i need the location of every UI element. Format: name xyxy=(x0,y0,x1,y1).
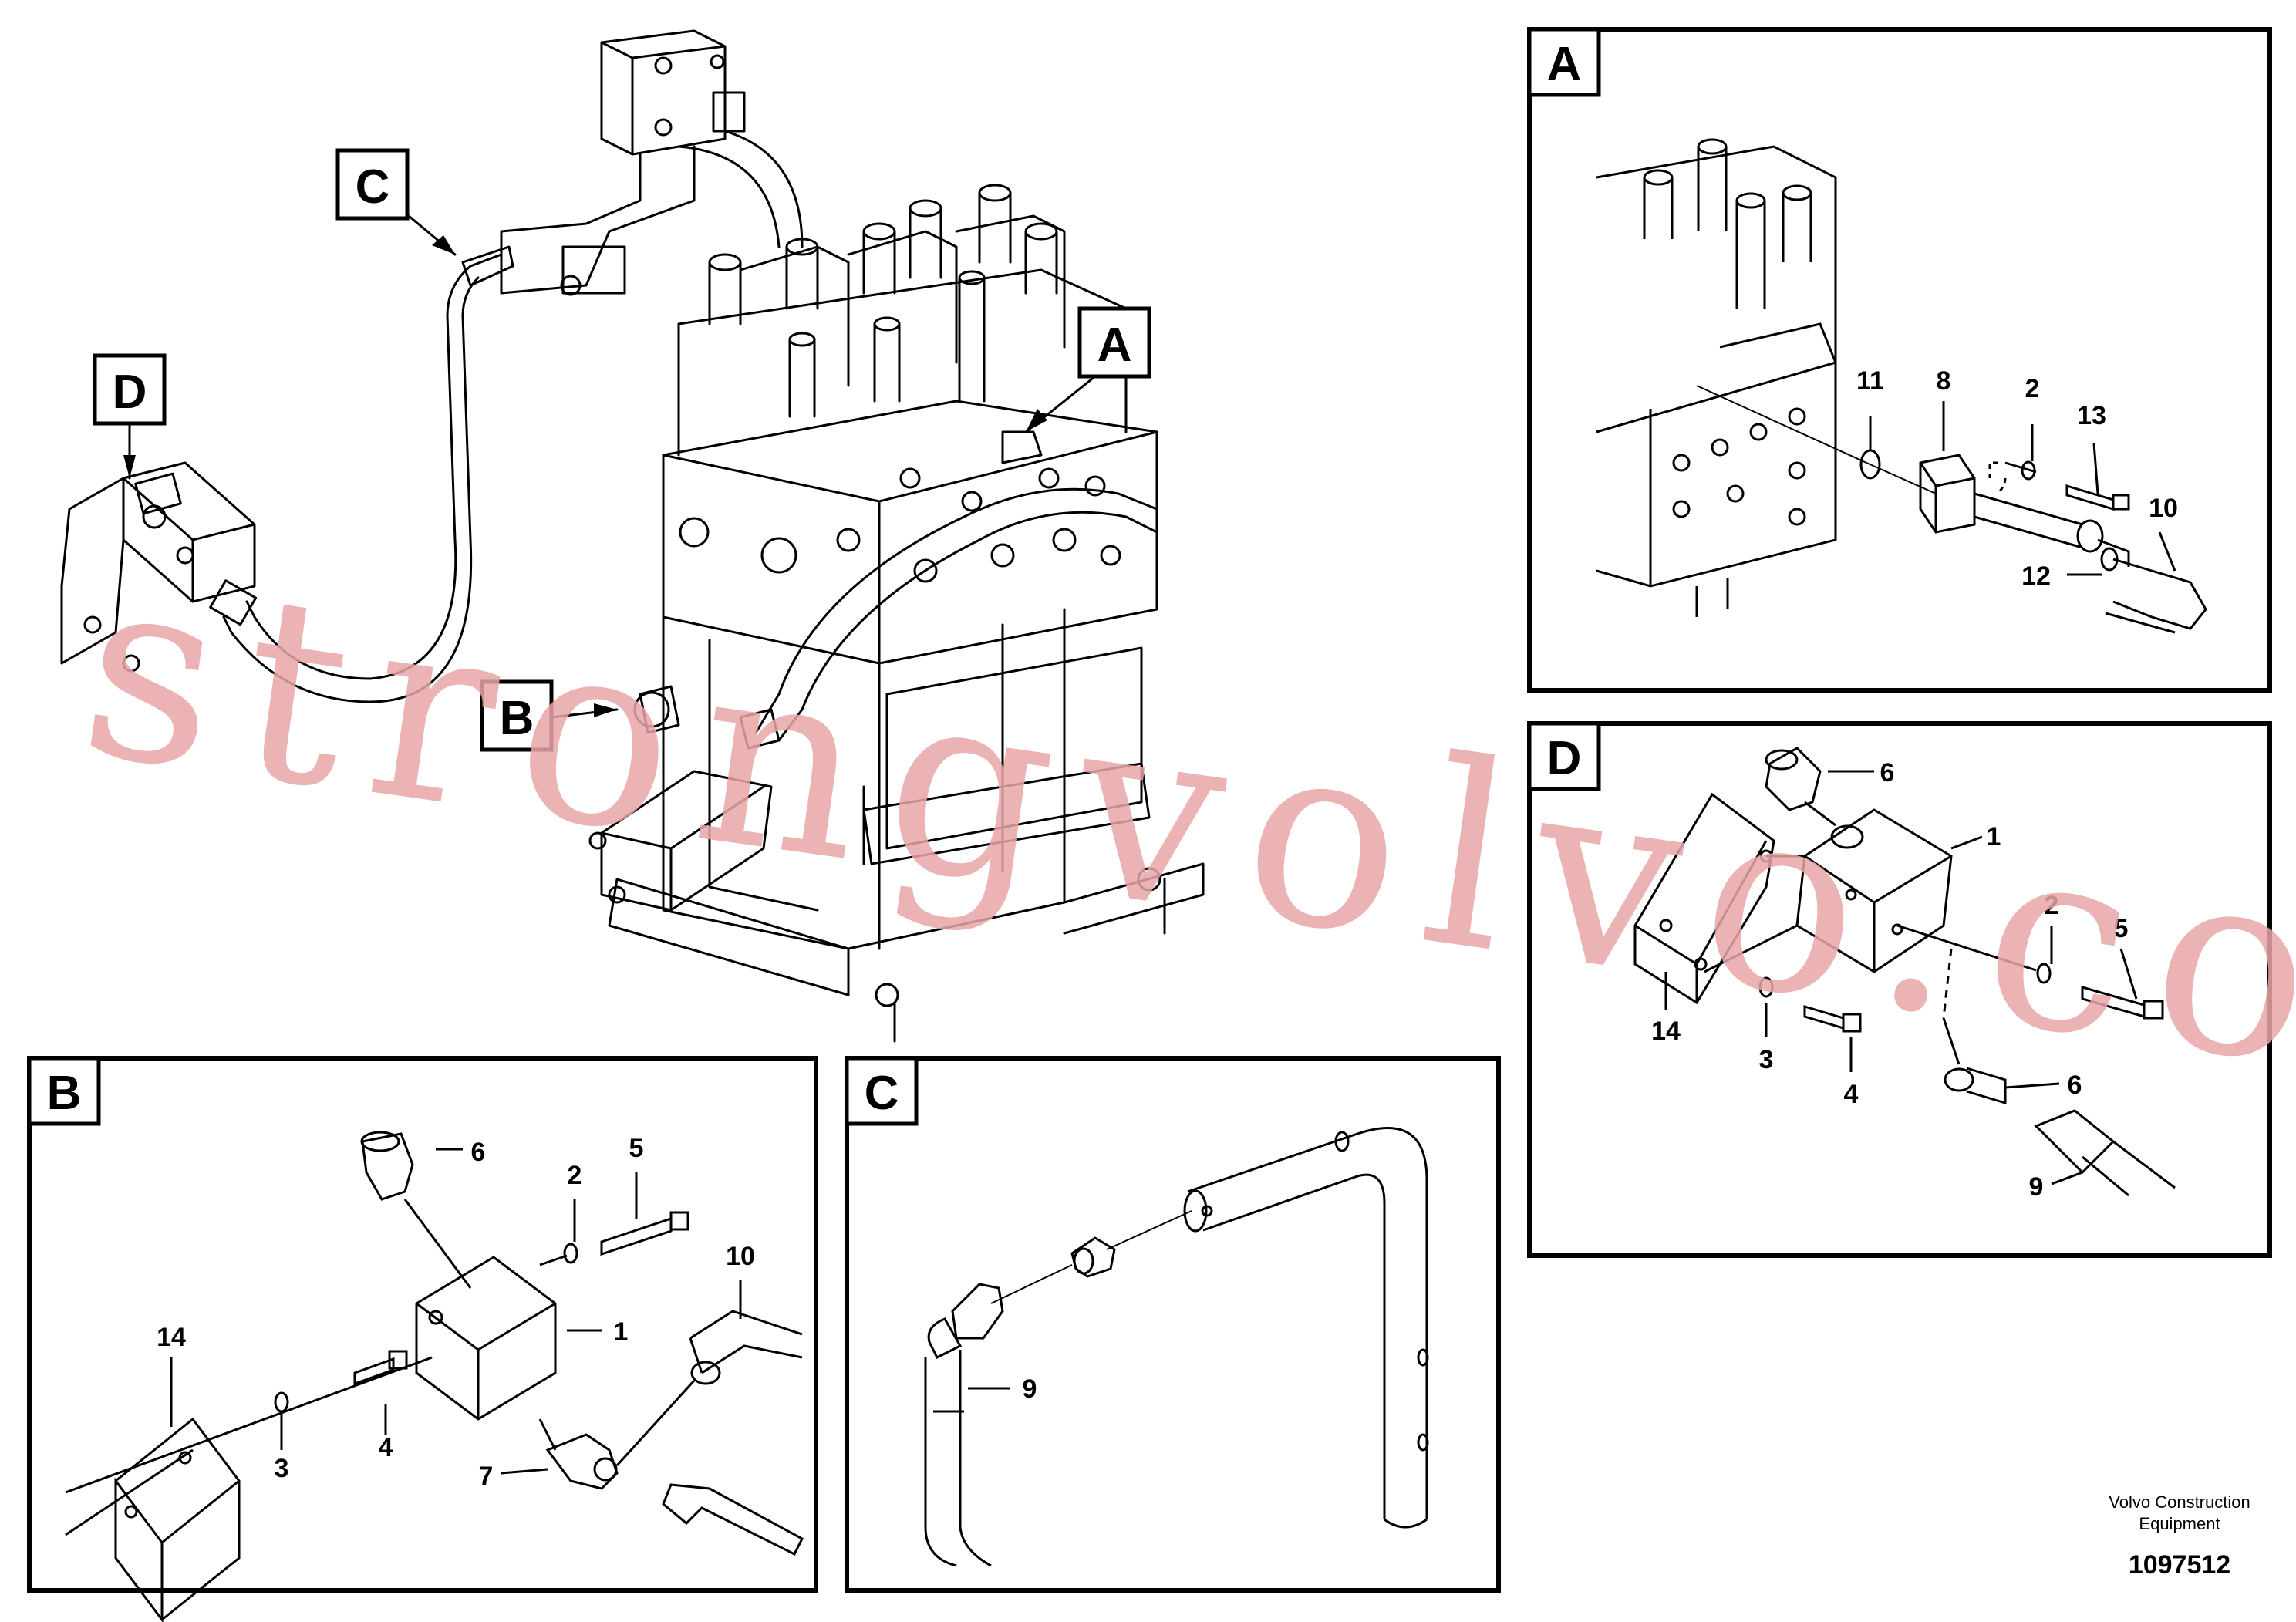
part-label-3: 3 xyxy=(1759,1045,1774,1074)
drawing-number: 1097512 xyxy=(2129,1550,2230,1580)
part-label-7: 7 xyxy=(479,1462,494,1491)
part-label-13: 13 xyxy=(2077,401,2106,430)
part-label-10: 10 xyxy=(2149,494,2178,523)
callout-c-letter: C xyxy=(356,160,390,214)
part-label-4: 4 xyxy=(1844,1080,1859,1109)
part-label-11: 11 xyxy=(1856,366,1884,396)
part-label-6-top: 6 xyxy=(1880,758,1895,787)
callout-c: C xyxy=(335,148,410,221)
callout-d: D xyxy=(93,353,167,426)
footer-block: Volvo Construction Equipment 1097512 xyxy=(2109,1492,2250,1580)
part-label-14: 14 xyxy=(157,1323,186,1352)
watermark: strongvolvo.com xyxy=(67,517,2296,1164)
part-label-1: 1 xyxy=(614,1317,629,1347)
panel-a-drawing xyxy=(1596,138,2207,634)
panel-d-letter: D xyxy=(1547,732,1582,785)
callout-a-letter: A xyxy=(1097,319,1132,372)
part-label-6-bottom: 6 xyxy=(2068,1071,2082,1100)
panel-c-drawing xyxy=(924,1127,1429,1567)
panel-d-drawing xyxy=(1633,747,2176,1197)
callout-a: A xyxy=(1077,306,1151,379)
detail-panel-d: D xyxy=(1527,721,2272,1258)
part-label-5: 5 xyxy=(2114,914,2129,943)
part-label-2: 2 xyxy=(2045,891,2059,920)
part-label-5: 5 xyxy=(629,1134,644,1163)
part-label-9: 9 xyxy=(2029,1172,2044,1202)
callout-b-letter: B xyxy=(500,692,534,745)
part-label-2: 2 xyxy=(568,1161,582,1190)
part-label-9: 9 xyxy=(1023,1374,1037,1404)
part-label-14: 14 xyxy=(1651,1017,1681,1046)
part-label-8: 8 xyxy=(1937,366,1951,396)
panel-b-drawing xyxy=(65,1131,804,1622)
part-label-12: 12 xyxy=(2021,561,2051,591)
part-label-10: 10 xyxy=(726,1242,755,1271)
watermark-text: strongvolvo.com xyxy=(67,517,2296,1164)
part-label-1: 1 xyxy=(1987,822,2001,851)
part-label-6: 6 xyxy=(471,1138,486,1167)
part-label-3: 3 xyxy=(275,1454,289,1483)
detail-panel-c: C 9 xyxy=(845,1056,1501,1593)
main-assembly-drawing xyxy=(60,29,1205,1043)
detail-panel-b: B xyxy=(27,1056,818,1622)
company-line-2: Equipment xyxy=(2139,1514,2220,1533)
panel-a-letter: A xyxy=(1547,38,1582,91)
callout-d-letter: D xyxy=(113,366,147,419)
detail-panel-a: A xyxy=(1527,27,2272,693)
callout-b: B xyxy=(480,679,554,752)
panel-b-letter: B xyxy=(47,1067,82,1120)
company-line-1: Volvo Construction xyxy=(2109,1492,2250,1512)
part-label-2: 2 xyxy=(2025,374,2040,403)
panel-c-letter: C xyxy=(865,1067,899,1120)
part-label-4: 4 xyxy=(379,1433,393,1462)
